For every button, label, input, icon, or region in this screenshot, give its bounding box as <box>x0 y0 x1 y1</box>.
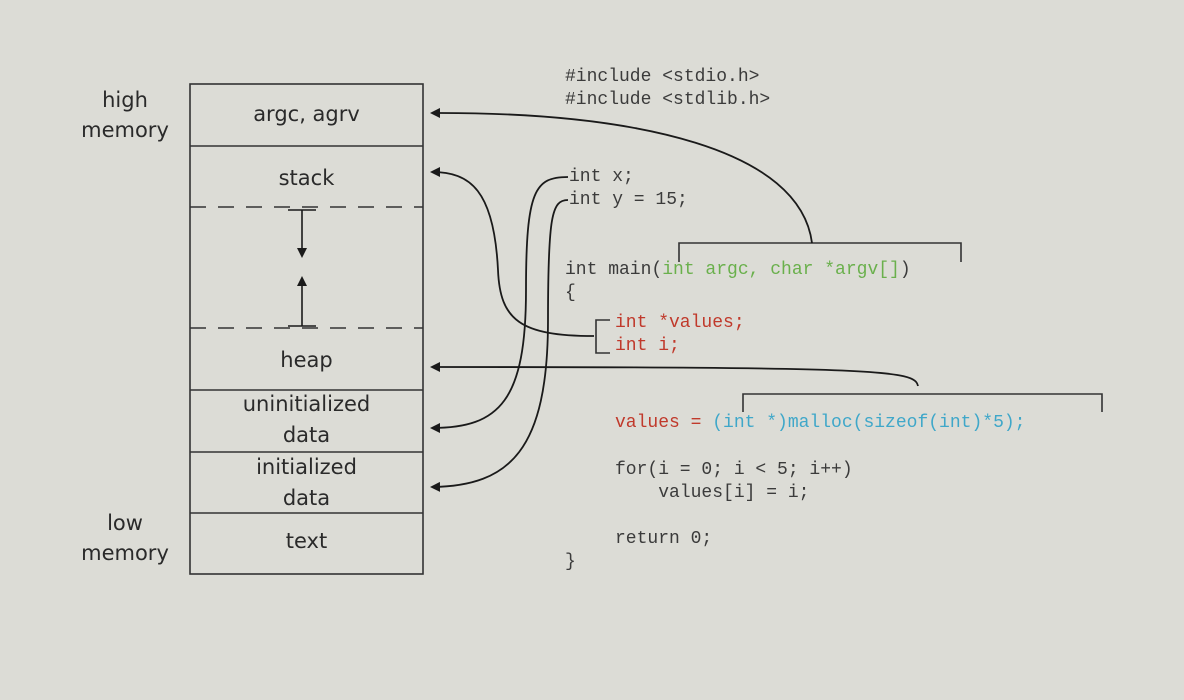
code-decl-i: int i; <box>615 336 680 356</box>
code-include-stdio: #include <stdio.h> <box>565 67 760 87</box>
growth-arrows <box>288 209 316 327</box>
code-brackets <box>595 242 1103 412</box>
code-malloc-line: values = (int *)malloc(sizeof(int)*5); <box>615 412 1025 435</box>
malloc-bracket <box>742 393 1103 412</box>
arrow-y-to-init <box>430 199 569 492</box>
code-close-brace: } <box>565 552 576 572</box>
arrow-malloc-to-heap <box>430 362 919 387</box>
main-prefix: int main( <box>565 260 663 280</box>
mapping-arrows <box>430 107 919 492</box>
memory-column <box>189 83 424 575</box>
segment-args-label: argc, agrv <box>253 102 360 126</box>
code-decl-values: int *values; <box>615 313 745 333</box>
main-suffix: ) <box>899 260 911 280</box>
assign-rhs: (int *)malloc(sizeof(int)*5) <box>712 413 1015 433</box>
code-return: return 0; <box>615 529 713 549</box>
arrow-locals-to-stack <box>430 167 595 337</box>
low-memory-label: low memory <box>81 511 169 565</box>
segment-heap-label: heap <box>280 348 333 372</box>
code-include-stdlib: #include <stdlib.h> <box>565 90 771 110</box>
segment-uninit-label-2: data <box>282 423 331 447</box>
assign-end: ; <box>1014 413 1026 433</box>
segment-init-label-2: data <box>282 486 331 510</box>
code-main-signature: int main(int argc, char *argv[]) <box>565 259 911 282</box>
memory-outline <box>189 83 424 575</box>
segment-uninit-label-1: uninitialized <box>242 392 371 416</box>
high-memory-label: high memory <box>81 88 169 142</box>
assign-lhs: values = <box>615 413 713 433</box>
segment-stack-label: stack <box>278 166 335 190</box>
main-params-bracket <box>678 242 962 262</box>
code-decl-x: int x; <box>569 167 634 187</box>
code-for-body: values[i] = i; <box>615 483 810 503</box>
arrow-params-to-args <box>430 107 813 244</box>
arrow-x-to-uninit <box>430 176 569 433</box>
code-for-line: for(i = 0; i < 5; i++) <box>615 460 853 480</box>
segment-text-label: text <box>285 529 328 553</box>
main-params: int argc, char *argv[] <box>662 260 900 280</box>
segment-init-label-1: initialized <box>256 455 357 479</box>
locals-bracket <box>595 319 610 354</box>
code-open-brace: { <box>565 283 576 303</box>
code-decl-y: int y = 15; <box>569 190 688 210</box>
